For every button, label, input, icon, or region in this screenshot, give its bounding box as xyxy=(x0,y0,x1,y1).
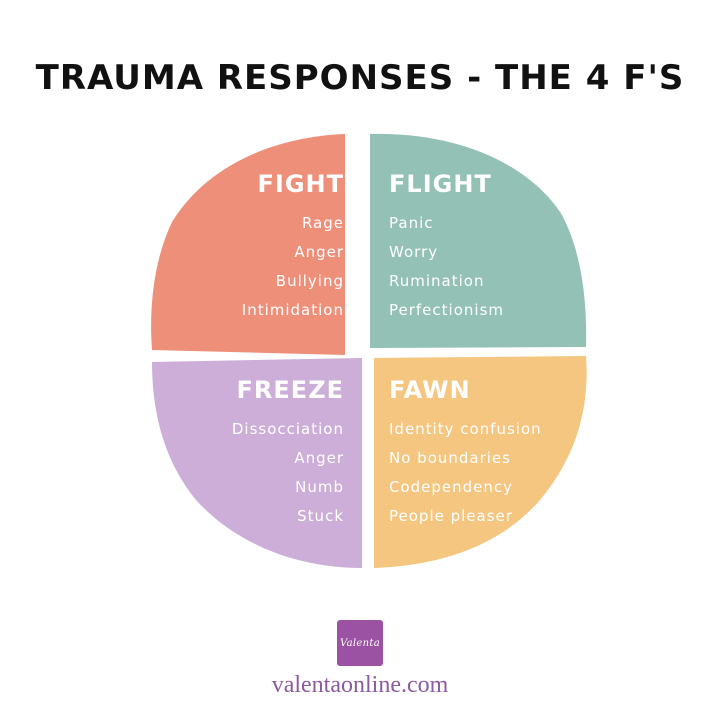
freeze-quadrant: FREEZE Dissocciation Anger Numb Stuck xyxy=(232,376,344,531)
fight-item-anger: Anger xyxy=(294,242,344,261)
flight-item-perfectionism: Perfectionism xyxy=(389,300,504,319)
flight-quadrant-shape xyxy=(370,133,587,348)
fight-item-intimidation: Intimidation xyxy=(241,300,344,319)
fight-quadrant: FIGHT Rage Anger Bullying Intimidation xyxy=(242,170,344,325)
fawn-quadrant-shape xyxy=(374,356,587,568)
valenta-logo-text: Valenta xyxy=(340,637,380,649)
fawn-quadrant: FAWN Identity confusion No boundaries Co… xyxy=(389,376,542,531)
website-link[interactable]: valentaonline.com xyxy=(271,672,449,698)
freeze-title: FREEZE xyxy=(236,376,344,404)
fawn-item-identity-confusion: Identity confusion xyxy=(389,419,542,438)
fight-item-bullying: Bullying xyxy=(275,271,344,290)
fawn-title: FAWN xyxy=(389,376,471,404)
freeze-item-dissocciation: Dissocciation xyxy=(231,419,344,438)
fight-quadrant-shape xyxy=(151,134,345,355)
valenta-logo: Valenta xyxy=(337,620,383,666)
fawn-item-people-pleaser: People pleaser xyxy=(389,506,513,525)
fight-title: FIGHT xyxy=(257,170,344,198)
freeze-item-stuck: Stuck xyxy=(297,506,344,525)
freeze-item-anger: Anger xyxy=(294,448,344,467)
fight-item-rage: Rage xyxy=(301,213,344,232)
flight-title: FLIGHT xyxy=(389,170,492,198)
fawn-item-codependency: Codependency xyxy=(389,477,514,496)
flight-item-worry: Worry xyxy=(389,242,439,261)
diagram-title: TRAUMA RESPONSES - THE 4 F'S xyxy=(35,58,685,98)
flight-item-rumination: Rumination xyxy=(389,271,485,290)
flight-item-panic: Panic xyxy=(389,213,434,232)
flight-quadrant: FLIGHT Panic Worry Rumination Perfection… xyxy=(389,170,504,325)
freeze-item-numb: Numb xyxy=(295,477,344,496)
freeze-quadrant-shape xyxy=(152,358,362,568)
fawn-item-no-boundaries: No boundaries xyxy=(389,448,511,467)
